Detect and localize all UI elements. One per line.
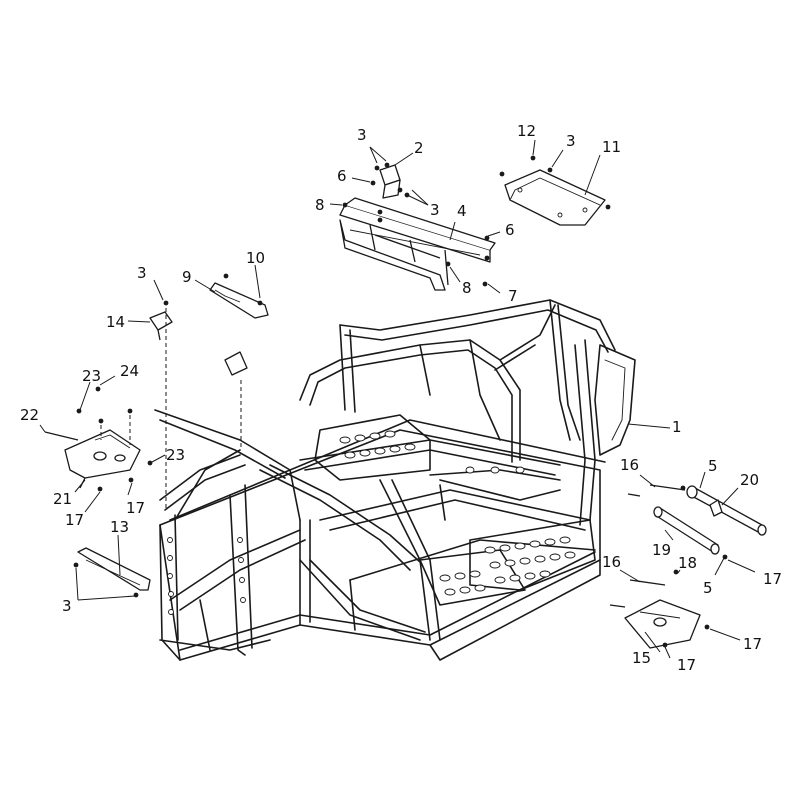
callout-3: 3 bbox=[430, 201, 440, 219]
part-13-bar bbox=[77, 547, 151, 591]
floor-holes bbox=[339, 430, 576, 596]
callout-3: 3 bbox=[566, 132, 576, 150]
callout-12: 12 bbox=[517, 122, 536, 140]
callout-15: 15 bbox=[632, 649, 651, 667]
callout-labels: 1 2 3 3 3 3 3 4 5 5 6 6 7 8 8 9 10 11 12… bbox=[20, 122, 782, 674]
part-22-bolt bbox=[44, 431, 79, 441]
callout-14: 14 bbox=[106, 313, 125, 331]
callout-13: 13 bbox=[110, 518, 129, 536]
main-frame bbox=[154, 299, 636, 661]
callout-5: 5 bbox=[708, 457, 718, 475]
callout-3: 3 bbox=[357, 126, 367, 144]
part-15-mount-plate bbox=[624, 599, 701, 649]
callout-23: 23 bbox=[166, 446, 185, 464]
callout-8: 8 bbox=[462, 279, 472, 297]
callout-23: 23 bbox=[82, 367, 101, 385]
callout-20: 20 bbox=[740, 471, 759, 489]
callout-11: 11 bbox=[602, 138, 621, 156]
part-19-tube bbox=[653, 506, 720, 555]
part-4-cross-rail bbox=[339, 197, 496, 291]
part-21-mount-plate bbox=[64, 429, 141, 489]
callout-17: 17 bbox=[126, 499, 145, 517]
callout-22: 22 bbox=[20, 406, 39, 424]
callout-16: 16 bbox=[620, 456, 639, 474]
callout-5: 5 bbox=[703, 579, 713, 597]
callout-10: 10 bbox=[246, 249, 265, 267]
alignment-lines bbox=[100, 308, 242, 510]
leader-lines bbox=[39, 139, 756, 659]
callout-2: 2 bbox=[414, 139, 424, 157]
part-16-bolts bbox=[609, 484, 686, 608]
part-9-bracket bbox=[209, 282, 269, 319]
part-14-bracket bbox=[149, 311, 173, 341]
fasteners bbox=[73, 155, 728, 648]
front-post-holes bbox=[167, 537, 246, 615]
callout-3: 3 bbox=[62, 597, 72, 615]
callout-3: 3 bbox=[137, 264, 147, 282]
part-20-tube bbox=[686, 485, 767, 536]
callout-21: 21 bbox=[53, 490, 72, 508]
frame-bracket bbox=[224, 351, 248, 376]
part-2-bracket bbox=[379, 164, 401, 199]
callout-24: 24 bbox=[120, 362, 139, 380]
callout-8: 8 bbox=[315, 196, 325, 214]
part-11-plate bbox=[504, 169, 606, 226]
callout-17: 17 bbox=[65, 511, 84, 529]
callout-16: 16 bbox=[602, 553, 621, 571]
callout-19: 19 bbox=[652, 541, 671, 559]
callout-17: 17 bbox=[743, 635, 762, 653]
callout-6: 6 bbox=[505, 221, 515, 239]
callout-6: 6 bbox=[337, 167, 347, 185]
callout-9: 9 bbox=[182, 268, 192, 286]
callout-17: 17 bbox=[763, 570, 782, 588]
callout-4: 4 bbox=[457, 202, 467, 220]
callout-18: 18 bbox=[678, 554, 697, 572]
callout-17: 17 bbox=[677, 656, 696, 674]
callout-1: 1 bbox=[672, 418, 682, 436]
callout-7: 7 bbox=[508, 287, 518, 305]
